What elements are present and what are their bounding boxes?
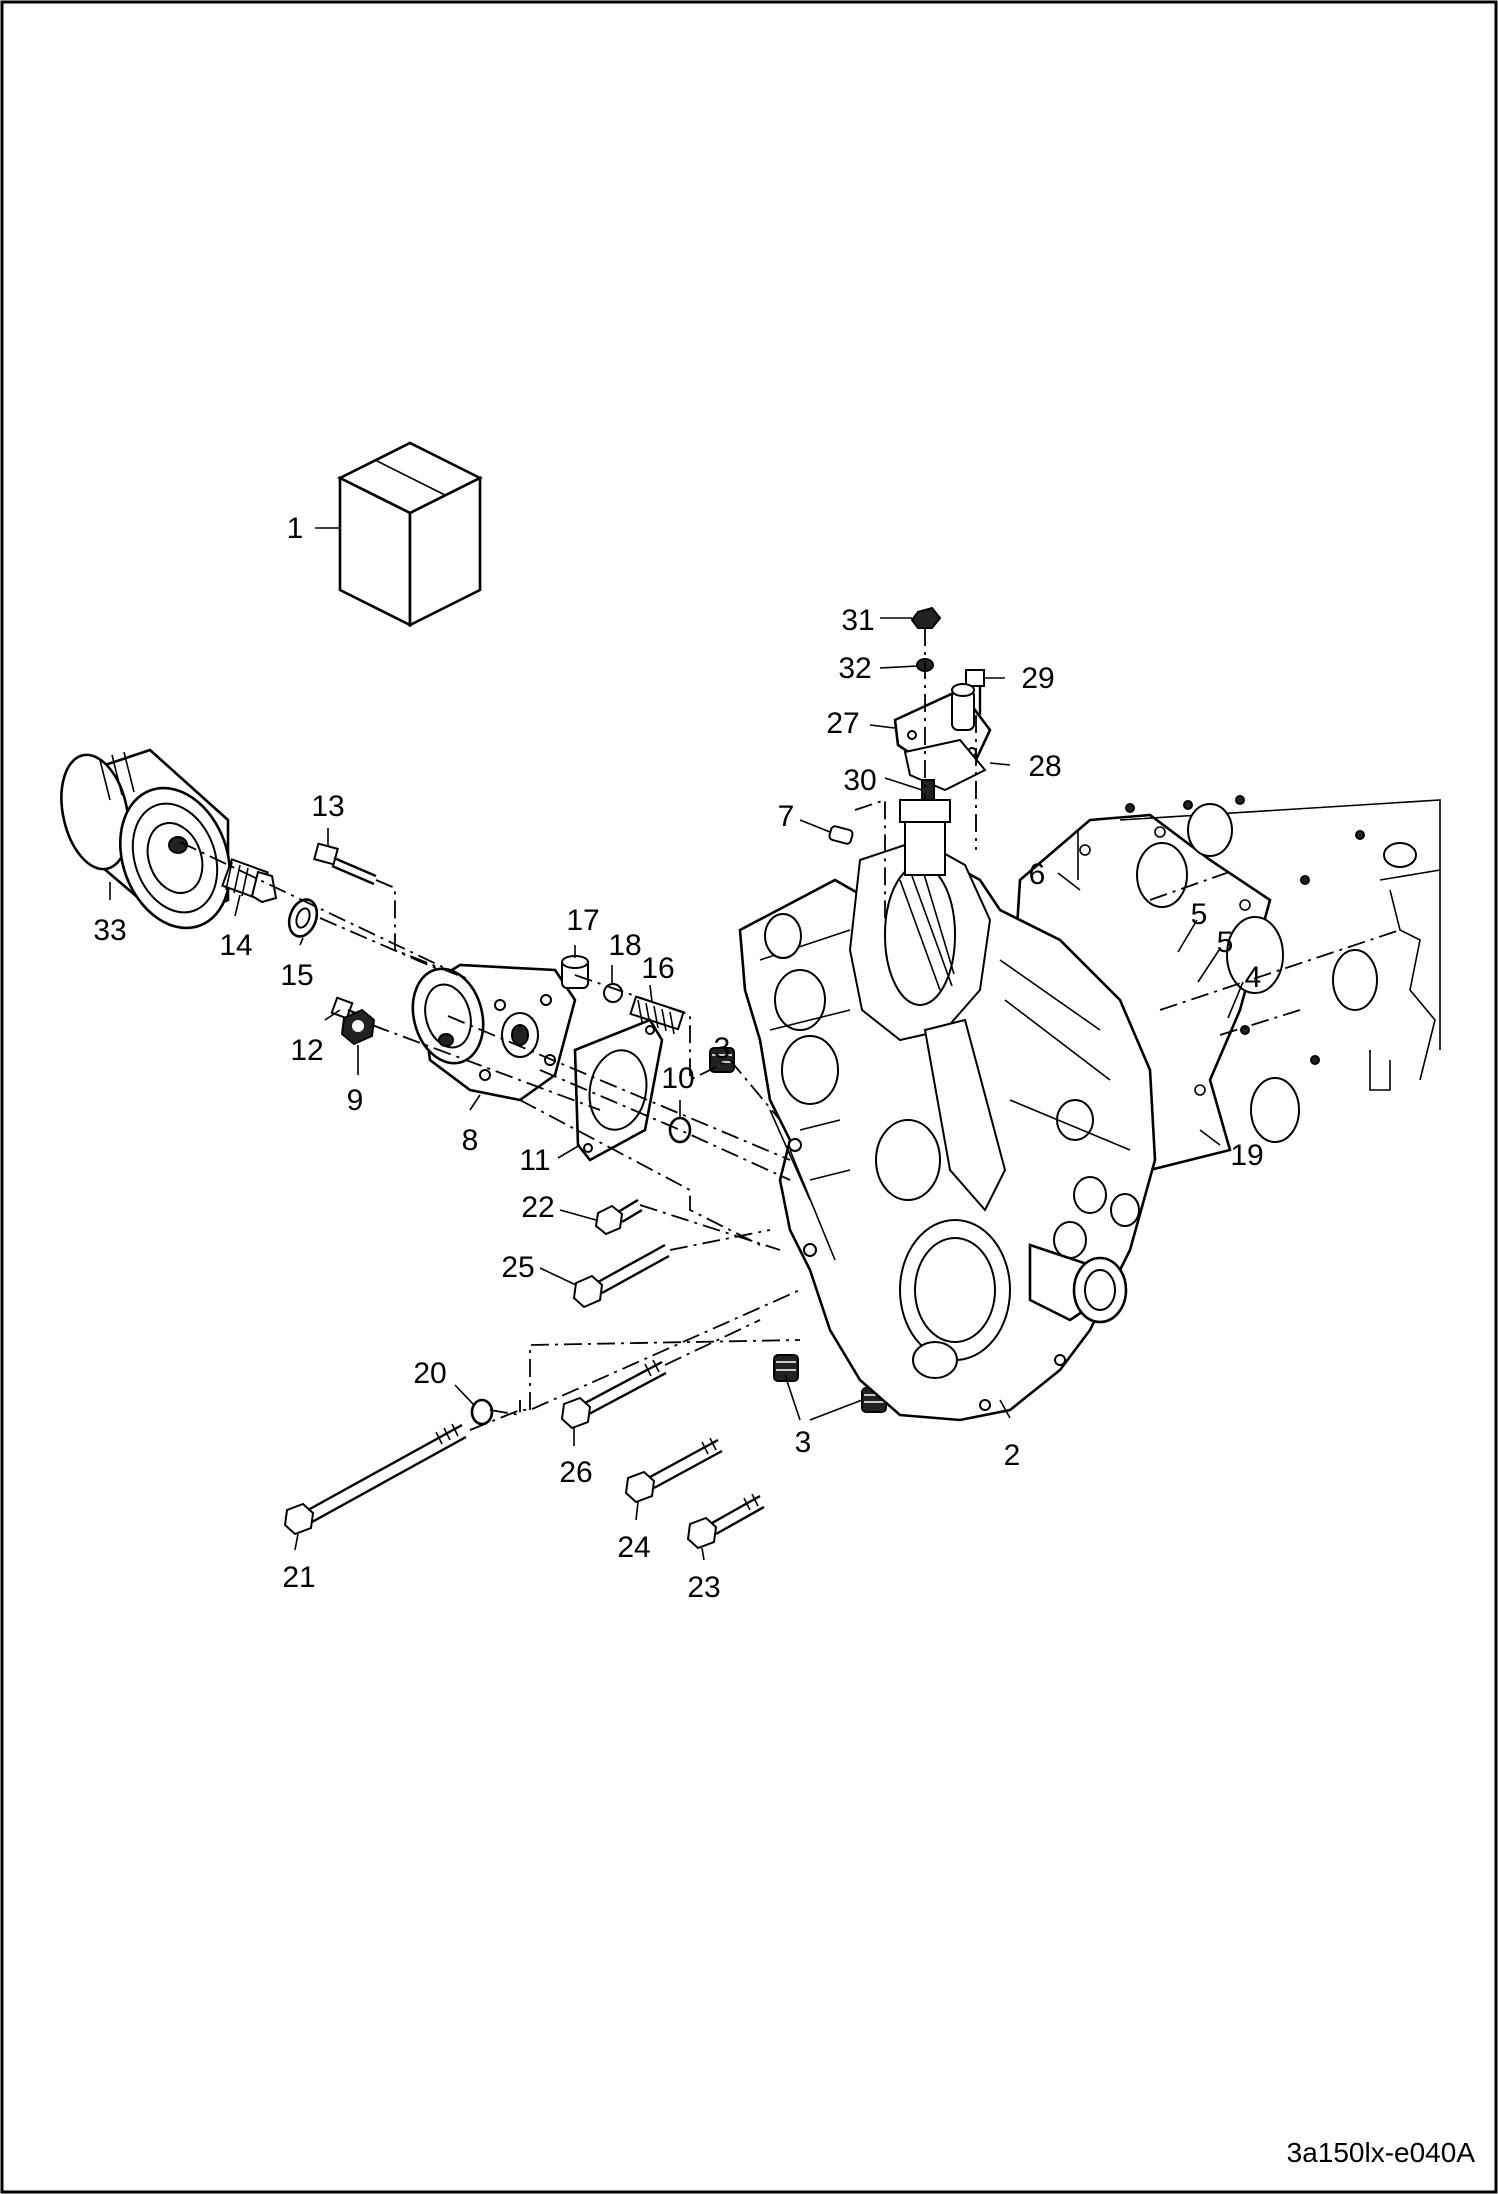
callout-10: 10: [661, 1062, 694, 1095]
callout-13: 13: [311, 790, 344, 823]
part-8-filter-head: [411, 963, 577, 1102]
callout-3-upper: 3: [714, 1032, 731, 1065]
callout-18: 18: [608, 929, 641, 962]
part-18-ball: [603, 983, 623, 1003]
part-26-bolt: [560, 1359, 667, 1430]
callout-29: 29: [1021, 662, 1054, 695]
callout-30: 30: [843, 764, 876, 797]
part-20-washer: [470, 1398, 494, 1426]
part-17-plug: [561, 955, 589, 989]
callout-labels: 1 2 3 3 4 5 5 6 7 8 9 10 11 12 13 14 15 …: [93, 512, 1263, 1604]
part-11-gasket: [573, 1018, 664, 1162]
callout-24: 24: [617, 1531, 650, 1564]
part-7-dowel-pin: [828, 825, 854, 845]
callout-14: 14: [219, 929, 252, 962]
callout-31: 31: [841, 604, 874, 637]
callout-15: 15: [280, 959, 313, 992]
part-14-threaded-nipple: [221, 858, 278, 904]
callout-17: 17: [566, 904, 599, 937]
callout-27: 27: [826, 707, 859, 740]
part-9-nut: [340, 1008, 376, 1046]
callout-8: 8: [462, 1124, 479, 1157]
callout-leaders: [109, 527, 1244, 1561]
callout-4: 4: [1245, 961, 1262, 994]
callout-23: 23: [687, 1571, 720, 1604]
part-1-kit-box: [337, 441, 483, 628]
callout-33: 33: [93, 914, 126, 947]
part-21-bolt: [283, 1423, 467, 1536]
callout-11: 11: [519, 1144, 550, 1177]
part-23-bolt: [686, 1493, 765, 1550]
callout-1: 1: [287, 512, 304, 545]
callout-5-b: 5: [1217, 926, 1234, 959]
part-25-bolt: [572, 1243, 670, 1309]
callout-16: 16: [641, 952, 674, 985]
callout-25: 25: [501, 1251, 534, 1284]
assembly-centerlines: [179, 628, 1401, 1431]
callout-22: 22: [521, 1191, 554, 1224]
callout-7: 7: [778, 800, 795, 833]
part-22-bolt: [594, 1198, 643, 1236]
part-16-spring: [629, 995, 685, 1035]
callout-19: 19: [1230, 1139, 1263, 1172]
callout-32: 32: [838, 652, 871, 685]
part-31-nut: [910, 606, 942, 629]
callout-2: 2: [1004, 1439, 1021, 1472]
callout-5-a: 5: [1191, 898, 1208, 931]
part-24-bolt: [624, 1437, 723, 1504]
callout-6: 6: [1029, 858, 1046, 891]
engine-block-outline: [1119, 795, 1441, 1143]
part-10-o-ring: [668, 1116, 692, 1144]
callout-9: 9: [347, 1084, 364, 1117]
part-3-plug-upper: [709, 1047, 735, 1073]
drawing-reference-code: 3a150lx-e040A: [1287, 2137, 1476, 2168]
callout-12: 12: [290, 1034, 323, 1067]
callout-28: 28: [1028, 750, 1061, 783]
part-3-plug-lower-a: [773, 1354, 799, 1382]
part-2-gear-case: [738, 799, 1157, 1422]
part-33-oil-filter: [60, 748, 232, 930]
callout-3-lower: 3: [795, 1426, 812, 1459]
callout-20: 20: [413, 1357, 446, 1390]
part-13-bolt: [313, 842, 377, 886]
callout-21: 21: [282, 1561, 315, 1594]
callout-26: 26: [559, 1456, 592, 1489]
